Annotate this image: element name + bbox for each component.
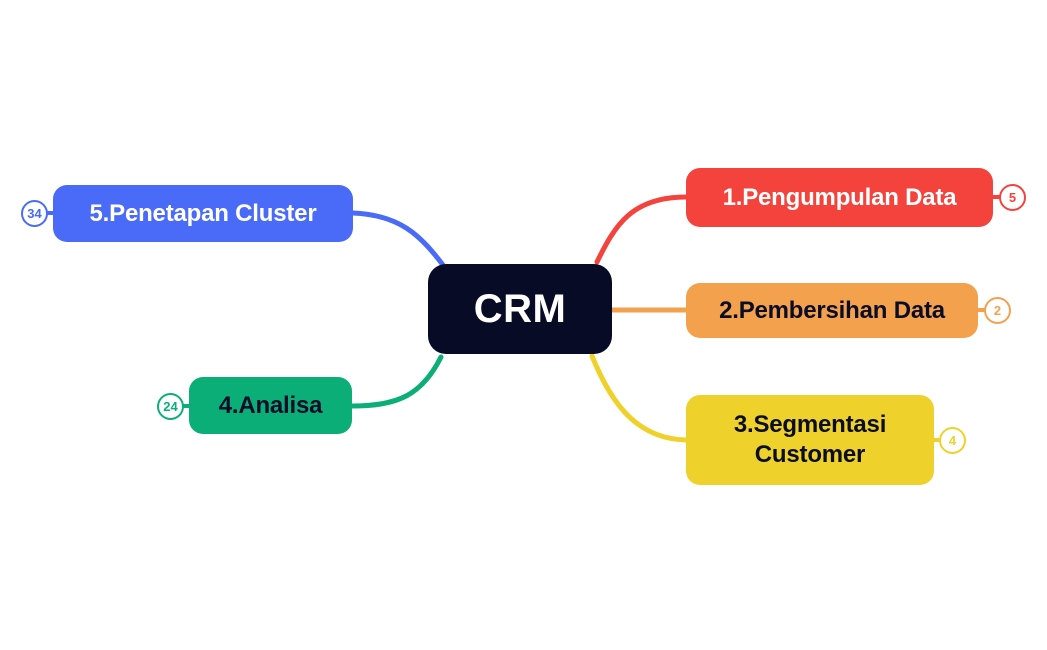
connector-pengumpulan-data (594, 194, 689, 265)
connector-penetapan-cluster (350, 210, 446, 268)
node-segmentasi-customer[interactable]: 3.Segmentasi Customer (686, 395, 934, 485)
badge-segmentasi-customer-count[interactable]: 4 (939, 427, 966, 454)
node-analisa[interactable]: 4.Analisa (189, 377, 352, 434)
badge-analisa-count[interactable]: 24 (157, 393, 184, 420)
badge-pengumpulan-data-count[interactable]: 5 (999, 184, 1026, 211)
node-crm-root[interactable]: CRM (428, 264, 612, 354)
badge-pembersihan-data-count[interactable]: 2 (984, 297, 1011, 324)
node-pembersihan-data[interactable]: 2.Pembersihan Data (686, 283, 978, 338)
connector-analisa (349, 354, 444, 409)
node-penetapan-cluster[interactable]: 5.Penetapan Cluster (53, 185, 353, 242)
badge-penetapan-cluster-count[interactable]: 34 (21, 200, 48, 227)
node-pengumpulan-data[interactable]: 1.Pengumpulan Data (686, 168, 993, 227)
connector-segmentasi-customer (589, 353, 689, 443)
